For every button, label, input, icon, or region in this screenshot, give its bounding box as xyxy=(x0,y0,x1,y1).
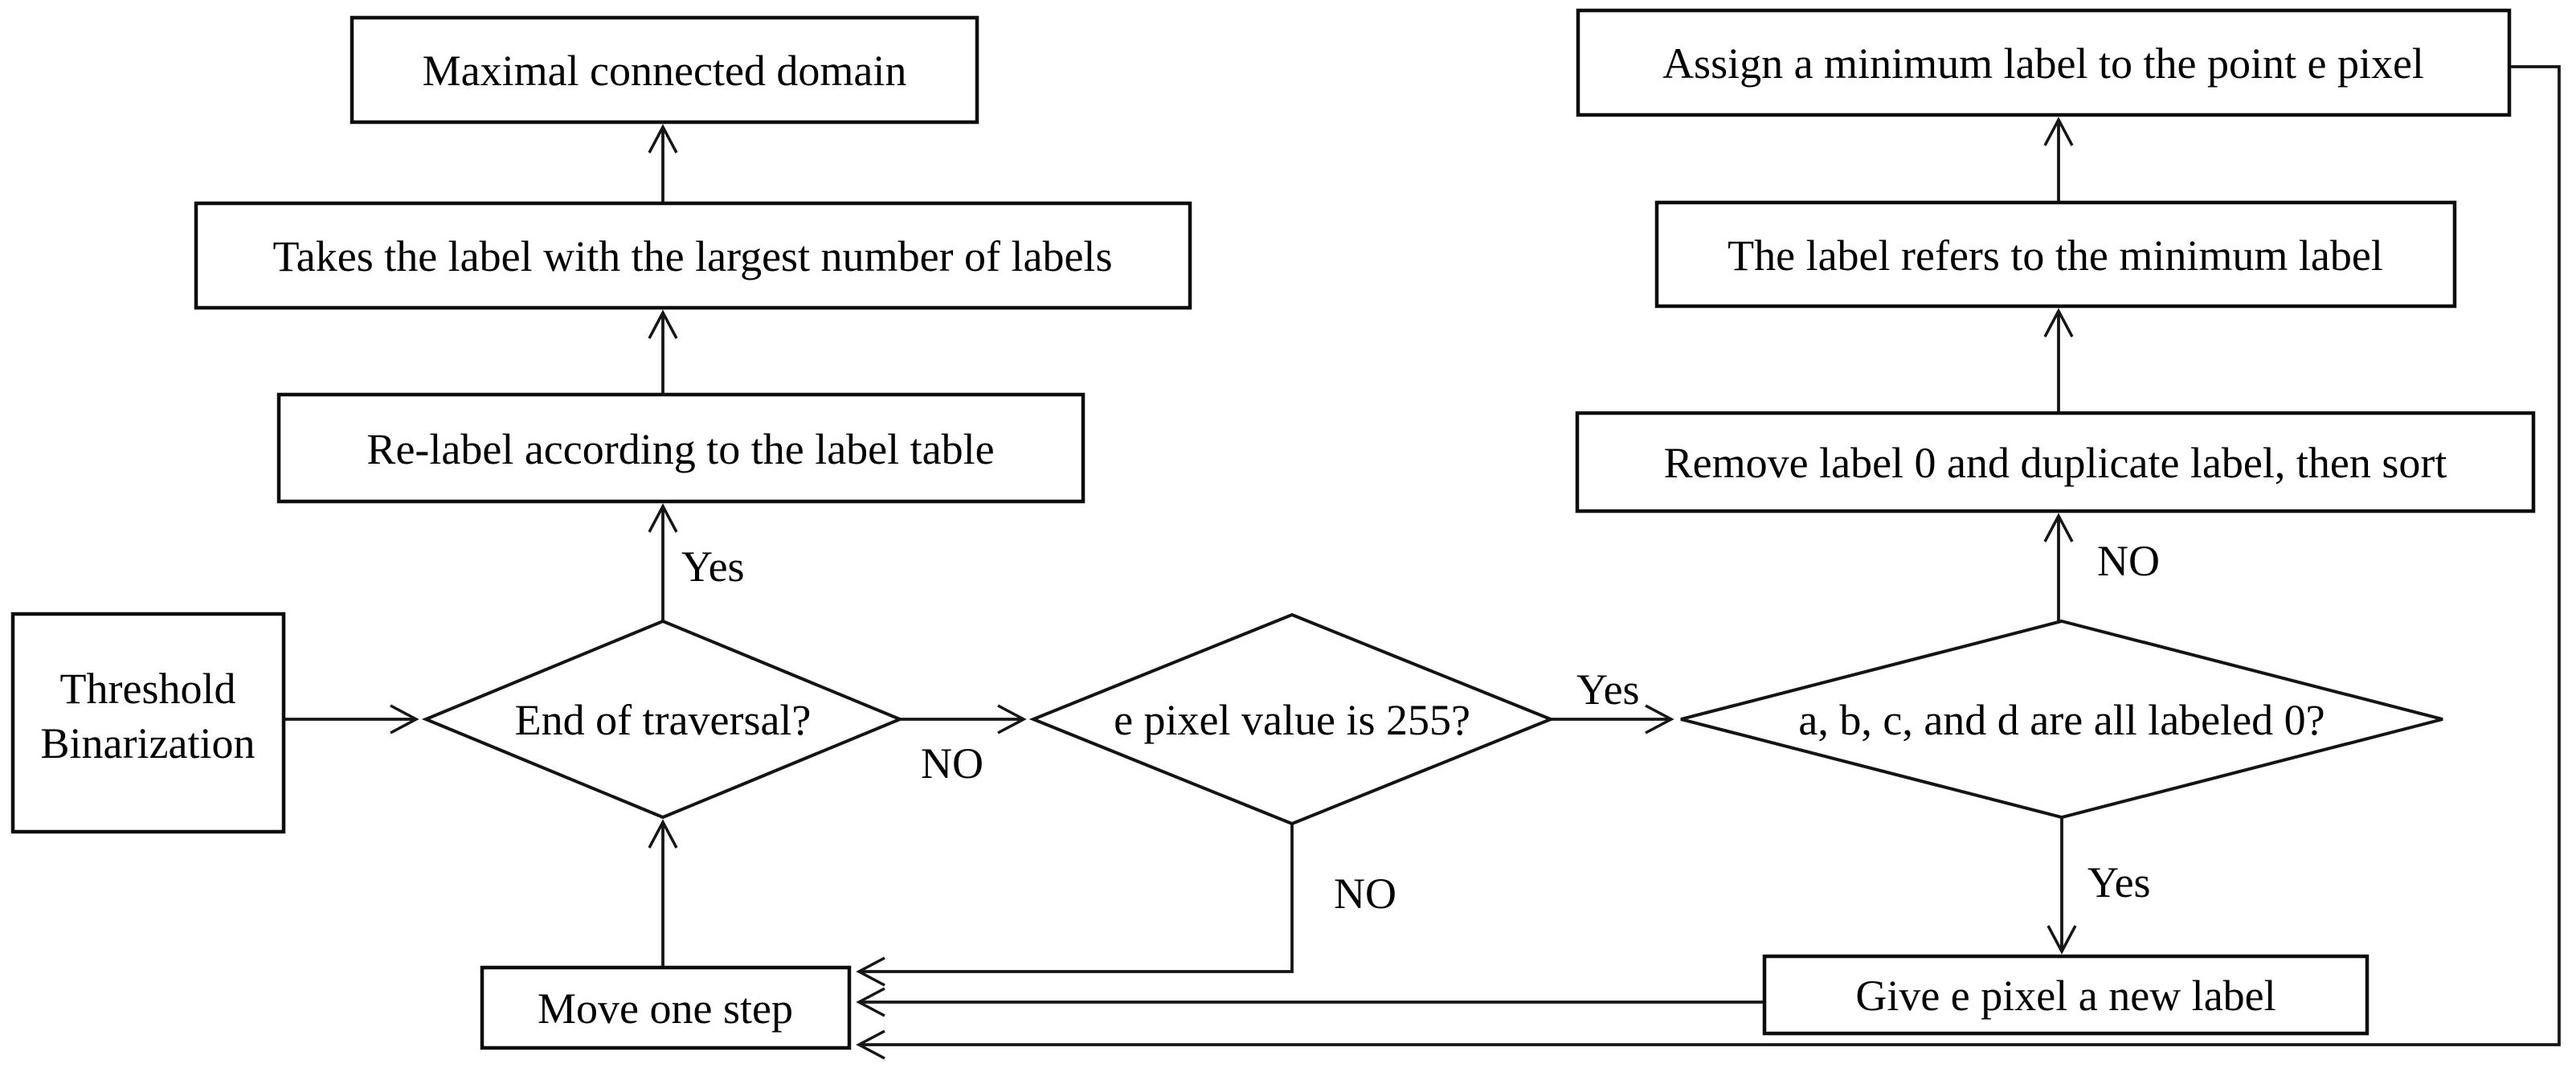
takes-box xyxy=(194,201,1192,310)
threshold-box xyxy=(10,612,286,834)
threshold-label-line1: Threshold xyxy=(60,665,236,713)
takes-label: Takes the label with the largest number … xyxy=(273,232,1113,280)
label-abcd-yes: Yes xyxy=(2087,858,2151,906)
node-threshold-binarization: Threshold Binarization xyxy=(10,612,286,834)
remove-label: Remove label 0 and duplicate label, then… xyxy=(1664,439,2447,487)
label-end-traversal-yes: Yes xyxy=(681,542,745,591)
assign-label: Assign a minimum label to the point e pi… xyxy=(1662,39,2424,88)
relabel-label: Re-label according to the label table xyxy=(366,425,994,473)
label-refers-box xyxy=(1654,200,2457,309)
node-remove-label-sort: Remove label 0 and duplicate label, then… xyxy=(1575,411,2536,514)
decision-end-of-traversal: End of traversal? xyxy=(421,619,905,820)
label-refers-label: The label refers to the minimum label xyxy=(1728,231,2383,280)
label-abcd-no: NO xyxy=(2097,537,2160,585)
edge-assign-return-to-move xyxy=(856,65,2561,1060)
move-box xyxy=(480,965,852,1050)
remove-box xyxy=(1575,411,2536,514)
node-maximal-connected-domain: Maximal connected domain xyxy=(350,15,979,125)
edge-pixel-value-no-to-move xyxy=(856,824,1294,987)
abcd-diamond xyxy=(1680,619,2443,820)
decision-pixel-value-255: e pixel value is 255? xyxy=(1028,612,1556,826)
node-move-one-step: Move one step xyxy=(480,965,852,1050)
threshold-label-line2: Binarization xyxy=(41,719,256,767)
node-label-refers-minimum: The label refers to the minimum label xyxy=(1654,200,2457,309)
relabel-box xyxy=(276,392,1086,504)
end-of-traversal-label: End of traversal? xyxy=(515,696,812,744)
label-end-traversal-no: NO xyxy=(921,739,983,788)
node-takes-largest-label: Takes the label with the largest number … xyxy=(194,201,1192,310)
maximal-box xyxy=(350,15,979,125)
give-box xyxy=(1762,954,2370,1036)
assign-box xyxy=(1576,8,2512,117)
label-pixel-value-no: NO xyxy=(1334,870,1396,918)
abcd-label: a, b, c, and d are all labeled 0? xyxy=(1798,696,2325,744)
end-of-traversal-diamond xyxy=(421,619,905,820)
label-pixel-value-yes: Yes xyxy=(1576,665,1640,714)
maximal-label: Maximal connected domain xyxy=(423,47,907,95)
give-label: Give e pixel a new label xyxy=(1855,972,2275,1020)
pixel-value-label: e pixel value is 255? xyxy=(1114,696,1470,744)
node-give-new-label: Give e pixel a new label xyxy=(1762,954,2370,1036)
pixel-value-diamond xyxy=(1028,612,1556,826)
node-relabel: Re-label according to the label table xyxy=(276,392,1086,504)
node-assign-minimum-label: Assign a minimum label to the point e pi… xyxy=(1576,8,2512,117)
move-label: Move one step xyxy=(538,984,793,1033)
decision-abcd-all-labeled-0: a, b, c, and d are all labeled 0? xyxy=(1680,619,2443,820)
